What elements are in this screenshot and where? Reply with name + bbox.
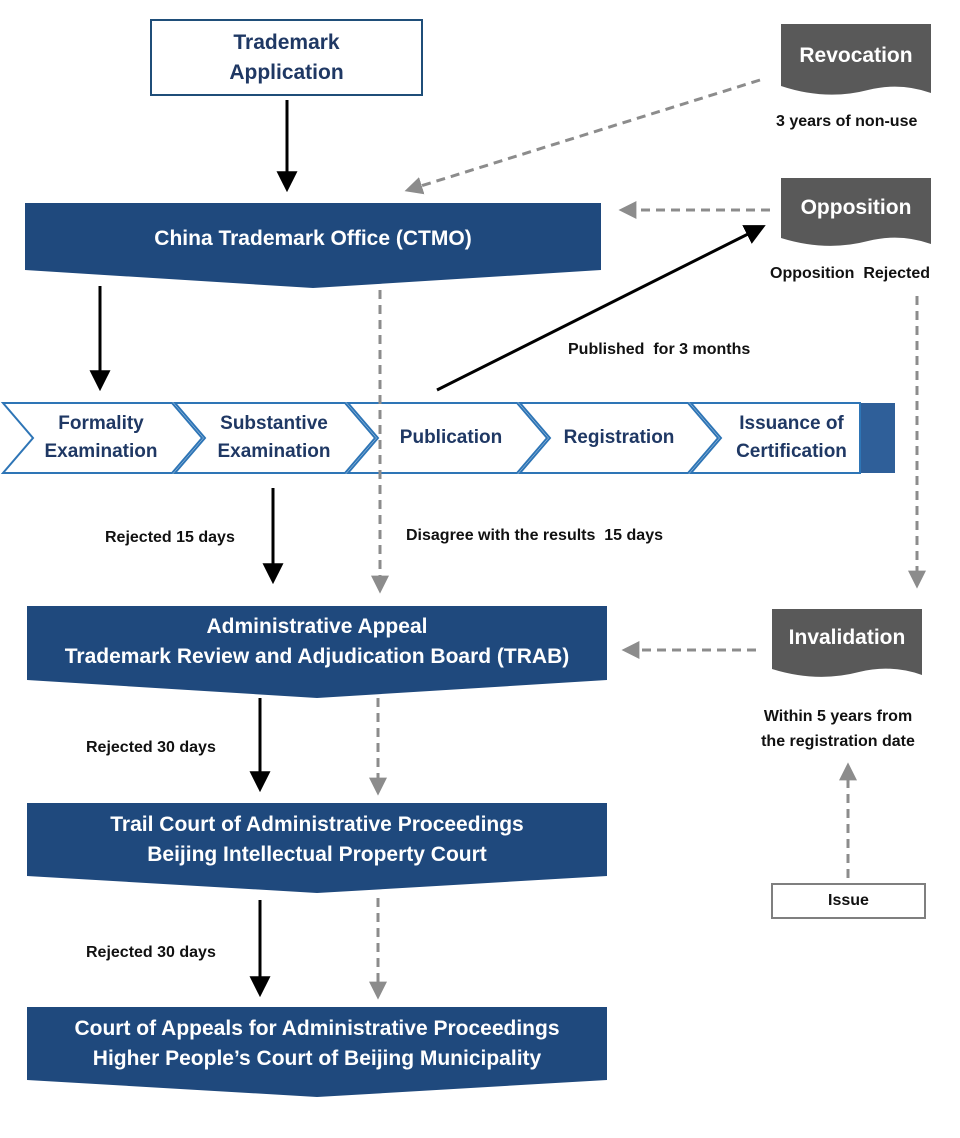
disagree-label: Disagree with the results 15 days bbox=[406, 527, 663, 544]
opposition-title: Opposition bbox=[800, 196, 912, 219]
chevron-registration bbox=[517, 402, 720, 474]
within-5-years-label: Within 5 years from the registration dat… bbox=[761, 708, 915, 750]
appeals-court-banner bbox=[27, 1007, 607, 1097]
chevron-certification bbox=[688, 402, 861, 474]
certification-tab bbox=[855, 403, 895, 473]
opposition-doc bbox=[781, 178, 931, 246]
invalidation-doc bbox=[772, 609, 922, 677]
chevron-substantive bbox=[172, 402, 377, 474]
non-use-label: 3 years of non-use bbox=[776, 113, 918, 130]
revocation-title: Revocation bbox=[799, 44, 913, 67]
rejected-30-label-a: Rejected 30 days bbox=[86, 739, 216, 756]
invalidation-title: Invalidation bbox=[788, 626, 906, 649]
chevron-formality bbox=[0, 402, 204, 474]
trab-banner bbox=[27, 606, 607, 698]
step-certification-label: Issuance of Certification bbox=[736, 413, 847, 462]
published-label: Published for 3 months bbox=[568, 341, 751, 358]
trademark-application-box: Trademark Application bbox=[150, 19, 423, 96]
opposition-rejected-label: Opposition Rejected bbox=[770, 265, 931, 282]
step-registration-label: Registration bbox=[563, 427, 675, 448]
trial-court-title: Trail Court of Administrative Proceeding… bbox=[110, 813, 524, 866]
step-formality-label: Formality Examination bbox=[44, 413, 158, 462]
arrow-publication-to-opposition bbox=[436, 225, 766, 392]
issue-box: Issue bbox=[771, 883, 926, 919]
step-substantive-label: Substantive Examination bbox=[217, 413, 331, 462]
revocation-doc bbox=[781, 24, 931, 95]
arrow-revocation-to-ctmo bbox=[404, 78, 761, 195]
chevron-publication bbox=[345, 402, 549, 474]
rejected-30-label-b: Rejected 30 days bbox=[86, 944, 216, 961]
ctmo-title: China Trademark Office (CTMO) bbox=[154, 227, 472, 250]
trab-title: Administrative Appeal Trademark Review a… bbox=[64, 615, 570, 668]
trial-court-banner bbox=[27, 803, 607, 893]
ctmo-banner bbox=[25, 203, 601, 288]
step-publication-label: Publication bbox=[399, 427, 503, 448]
rejected-15-label: Rejected 15 days bbox=[105, 529, 235, 546]
appeals-court-title: Court of Appeals for Administrative Proc… bbox=[74, 1017, 560, 1070]
